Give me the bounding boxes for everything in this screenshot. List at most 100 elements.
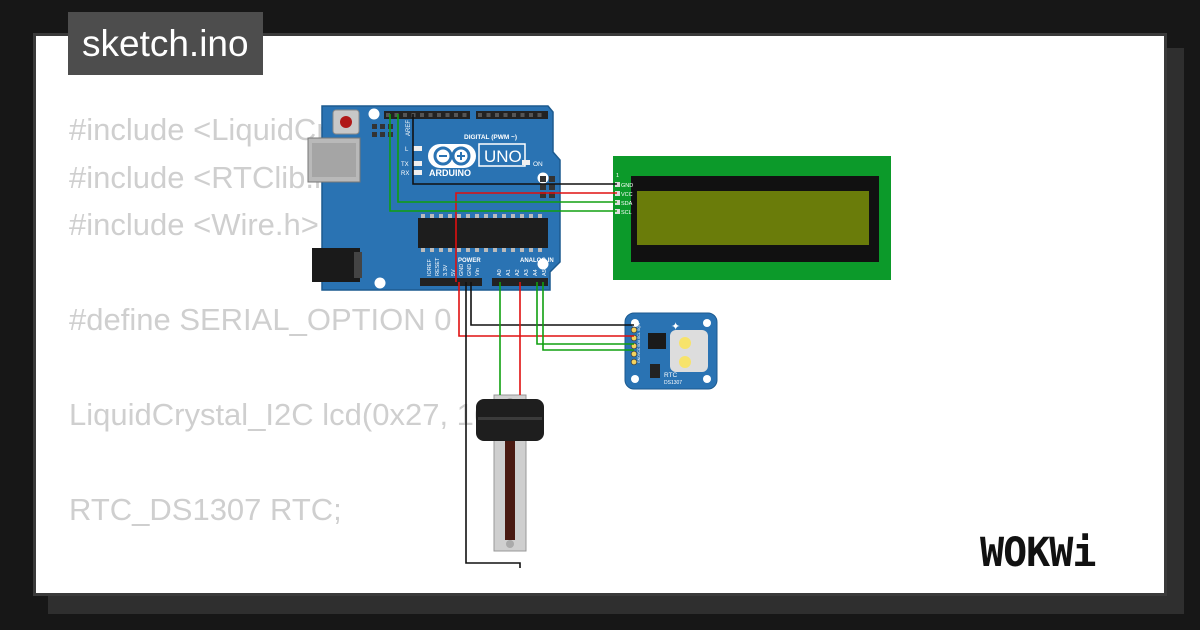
chip-pins [421, 214, 542, 252]
chip-pin [529, 214, 533, 218]
atmega-chip [418, 218, 548, 248]
header-pin-hole [537, 113, 542, 117]
tx-led-label: TX [401, 162, 409, 168]
chip-pin [484, 248, 488, 252]
digital-label: DIGITAL (PWM ~) [464, 134, 517, 141]
chip-pin [439, 214, 443, 218]
pin-label: 5V [451, 269, 457, 276]
rtc-pin-label: SQW [637, 322, 641, 331]
pin-label: A4 [533, 269, 539, 276]
power-jack [312, 248, 360, 282]
code-line: #define SERIAL_OPTION 0 [69, 302, 452, 337]
arduino-uno-board[interactable]: DIGITAL (PWM ~) AREF L TX RX UNO ARDUINO… [307, 105, 561, 291]
wire-lcd-gnd [412, 114, 617, 185]
lcd-pin-one-label: 1 [616, 173, 619, 179]
header-pin-hole [529, 113, 533, 117]
pin-label: A2 [515, 269, 521, 276]
power-jack-side [354, 252, 362, 278]
header-pin-hole [437, 113, 441, 117]
wokwi-logo[interactable]: WOKWi [978, 528, 1148, 574]
chip-pin [502, 248, 506, 252]
pin-label: A5 [542, 269, 548, 276]
chip-pin [475, 214, 479, 218]
rx-led-label: RX [401, 171, 409, 177]
chip-pin [493, 214, 497, 218]
chip-pin [457, 214, 461, 218]
lcd-pin-label: VCC [621, 192, 633, 198]
pin-label: IOREF [427, 259, 433, 276]
mounting-hole [537, 258, 549, 270]
pin-label: RESET [435, 257, 441, 276]
power-pin-labels: IOREF RESET 3.3V 5V GND GND Vin [427, 257, 481, 276]
code-line: RTC_DS1307 RTC; [69, 492, 342, 527]
rx-led [413, 170, 422, 175]
slide-potentiometer[interactable] [476, 394, 544, 552]
pin-label: 3.3V [443, 264, 449, 276]
chip-pin [457, 248, 461, 252]
lcd-pin-label: SDA [621, 201, 633, 207]
chip-pin [430, 214, 434, 218]
pin-label: Vin [475, 268, 481, 276]
chip-pin [466, 214, 470, 218]
chip-pin [421, 214, 425, 218]
l-led [413, 146, 422, 151]
wire-rtc-sda [536, 282, 634, 345]
chip-pin [448, 248, 452, 252]
chip-pin [430, 248, 434, 252]
star-icon: ✦ [671, 320, 680, 333]
lcd-screen [637, 191, 869, 245]
chip-pin [484, 214, 488, 218]
analog-pin-labels: A0 A1 A2 A3 A4 A5 [497, 269, 548, 276]
wire-lcd-sda [397, 114, 617, 203]
chip-pin [520, 214, 524, 218]
lcd-pin-label: GND [621, 183, 633, 189]
power-label: POWER [458, 258, 481, 264]
wire-lcd-vcc [455, 192, 617, 282]
chip-pin [421, 248, 425, 252]
lcd1602-i2c-display[interactable]: 1 GND VCC SDA SCL [613, 156, 891, 280]
header-pin-hole [495, 113, 499, 117]
slider-screw [506, 540, 514, 548]
header-pin-hole [486, 113, 491, 117]
chip-pin [538, 248, 542, 252]
chip-pin [493, 248, 497, 252]
wire-rtc-scl [542, 282, 634, 351]
on-label: ON [533, 161, 543, 168]
wokwi-logo-text: WOKWi [980, 530, 1095, 574]
usb-port-inner [312, 143, 356, 177]
rtc-pin-label: VCC [637, 347, 641, 355]
on-led [522, 160, 530, 165]
wires [389, 114, 634, 568]
arduino-logo-icon [428, 144, 476, 168]
header-pin-hole [386, 113, 390, 117]
chip-pin [520, 248, 524, 252]
header-pin-hole [445, 113, 450, 117]
wire-pot-gnd [465, 282, 521, 568]
chip-pin [439, 248, 443, 252]
header-pin-hole [478, 113, 482, 117]
chip-pin [502, 214, 506, 218]
sketch-filename-tab[interactable]: sketch.ino [68, 12, 263, 75]
chip-pin [538, 214, 542, 218]
header-pin-hole [454, 113, 458, 117]
uno-label: UNO [484, 147, 522, 166]
rtc-pin-label: SCL [637, 332, 641, 339]
aref-label: AREF [406, 120, 412, 136]
rtc-label: RTC [664, 372, 678, 379]
rtc-chip-label: DS1307 [664, 380, 682, 386]
icsp-header-side [540, 176, 555, 198]
header-pin-hole [503, 113, 508, 117]
header-pin-hole [520, 113, 525, 117]
digital-header-1 [384, 111, 470, 119]
header-pin-hole [394, 113, 399, 117]
chip-pin [448, 214, 452, 218]
pin-label: GND [459, 264, 465, 276]
lcd-pins: GND VCC SDA SCL [615, 182, 633, 216]
rtc-ds1307-module[interactable]: ✦ RTC DS1307 SQW SCL SDA VCC GND [624, 312, 718, 390]
wire-rtc-gnd [470, 282, 634, 326]
slider-knob-highlight [478, 417, 542, 420]
rtc-chip [648, 333, 666, 349]
wire-lcd-scl [389, 114, 617, 212]
wire-rtc-vcc [458, 282, 634, 337]
